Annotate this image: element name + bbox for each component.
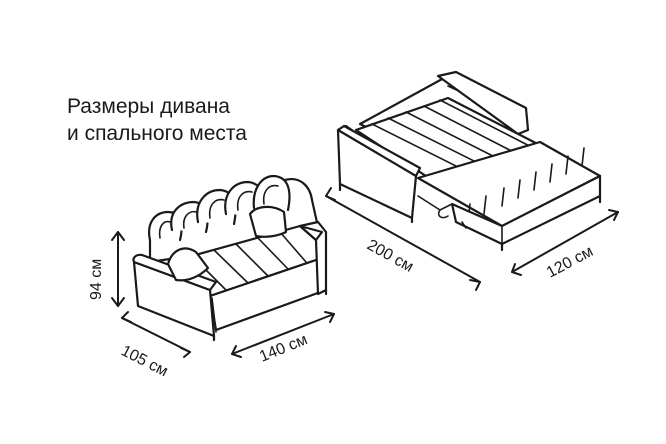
unfolded-bed-illustration — [336, 70, 602, 252]
bed-length-dimension — [325, 187, 481, 291]
sofa-height-dimension — [111, 231, 125, 307]
sofa-width-label: 140 см — [257, 331, 310, 366]
title-line-1: Размеры дивана — [67, 95, 230, 118]
title-line-2: и спального места — [67, 122, 247, 145]
sofa-width-dimension — [231, 311, 335, 358]
bed-width-dimension — [511, 209, 619, 276]
folded-sofa-illustration — [132, 174, 328, 342]
sofa-depth-label: 105 см — [118, 342, 170, 380]
diagram-title: Размеры дивана и спального места — [67, 93, 247, 147]
sofa-depth-dimension — [121, 311, 191, 358]
sofa-height-label: 94 см — [88, 259, 105, 300]
